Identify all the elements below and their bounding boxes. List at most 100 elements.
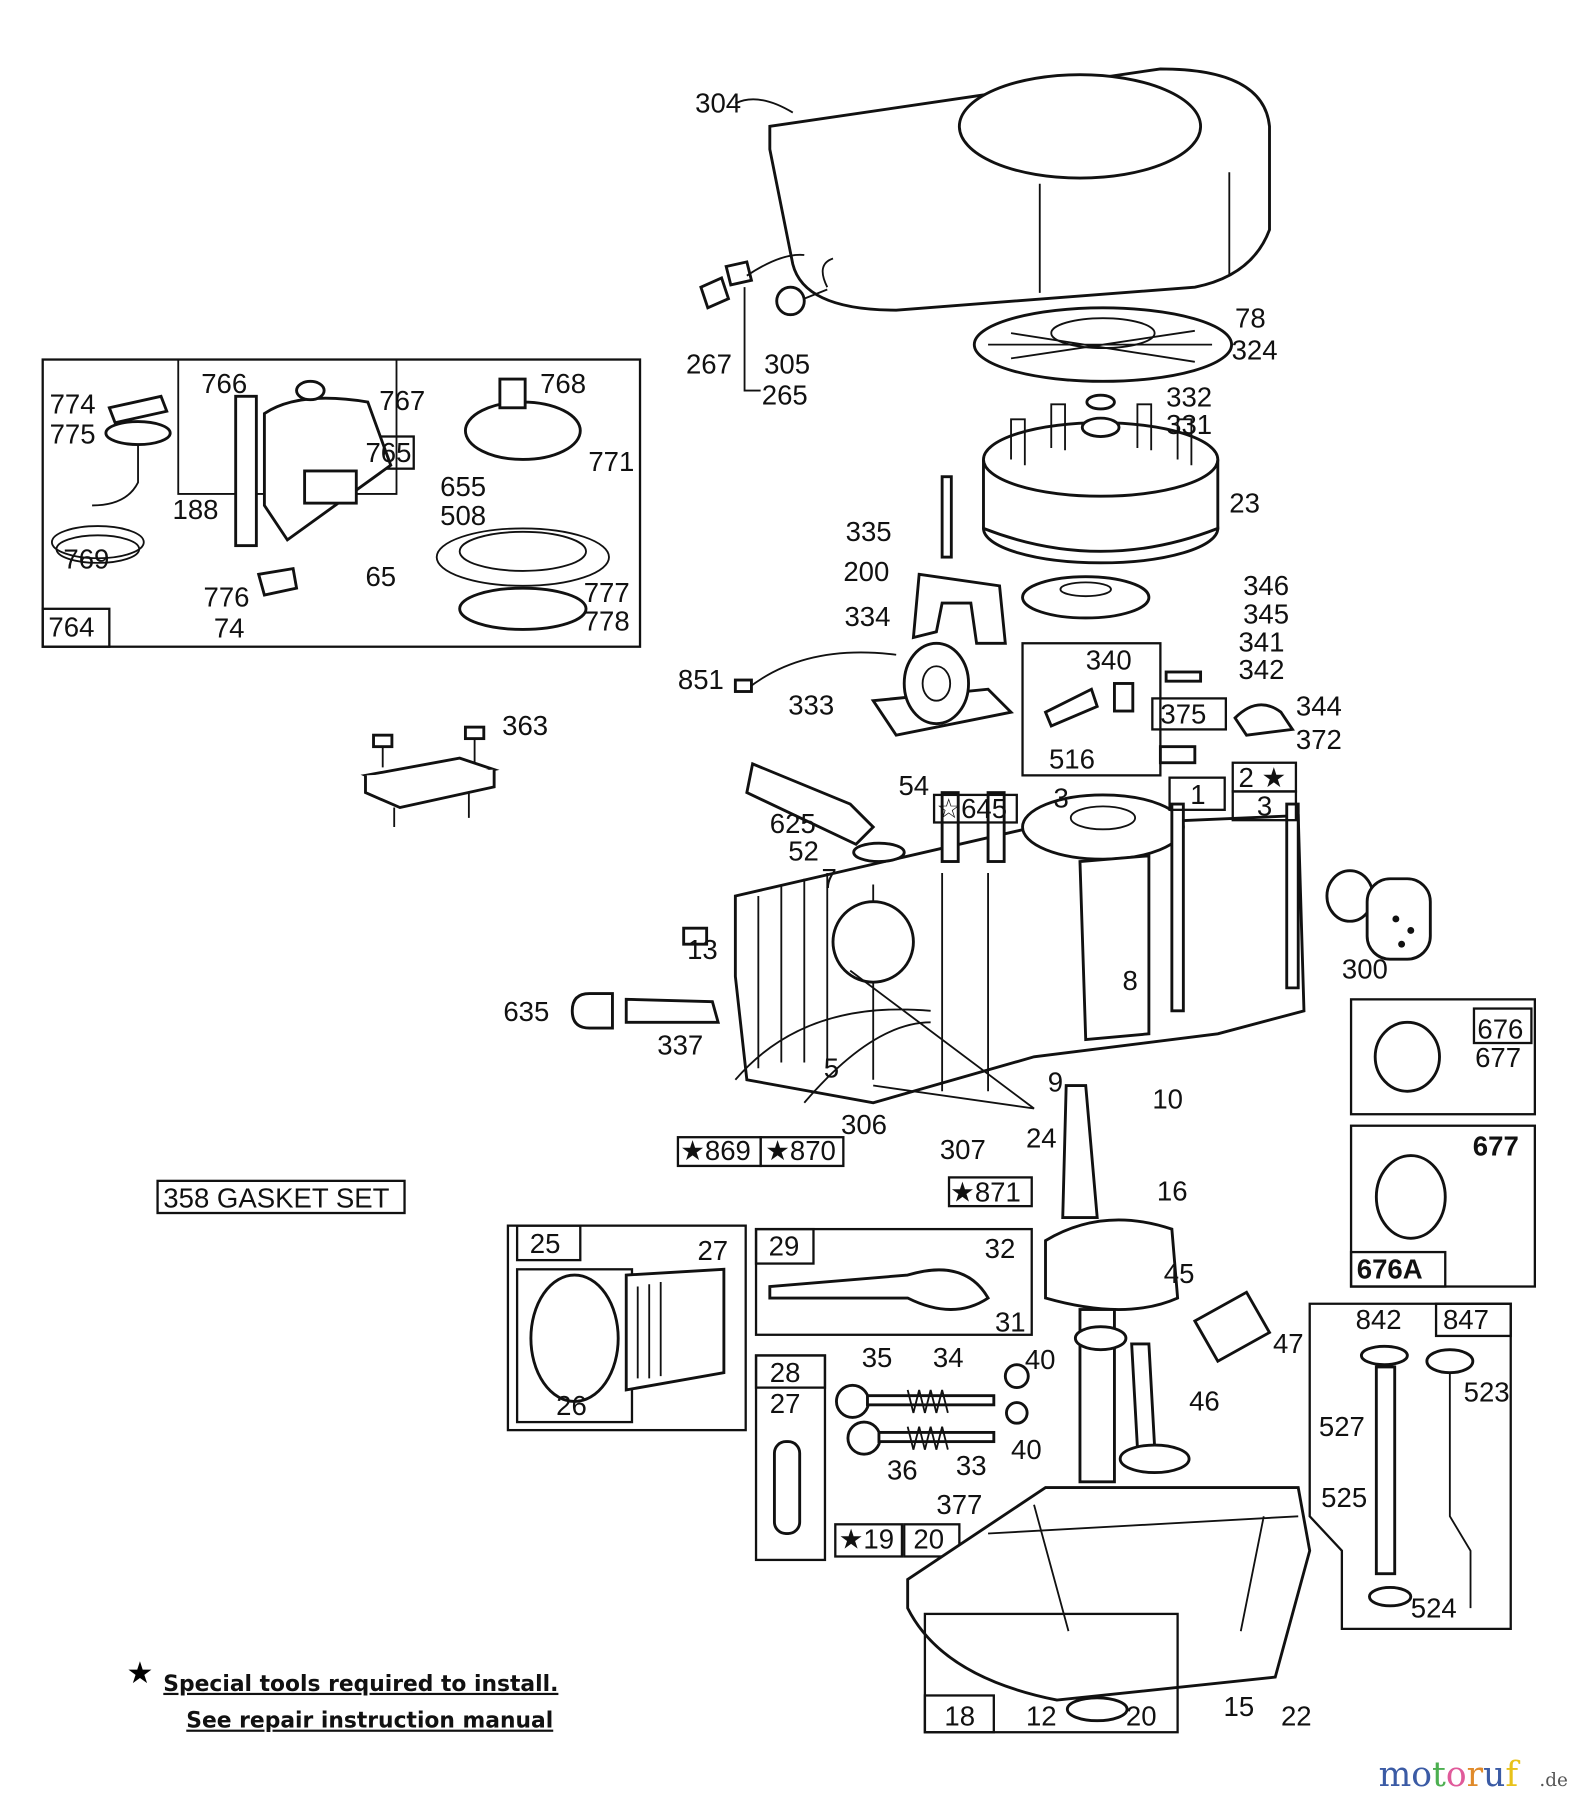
label-200: 200: [843, 556, 889, 587]
label-676A: 676A: [1357, 1253, 1423, 1284]
label-871: ★871: [950, 1177, 1021, 1208]
label-337: 337: [657, 1029, 703, 1060]
label-324: 324: [1232, 335, 1278, 366]
label-19: ★19: [839, 1523, 894, 1554]
label-655: 655: [440, 471, 486, 502]
label-363: 363: [502, 710, 548, 741]
label-677-b: 677: [1473, 1131, 1519, 1162]
label-52: 52: [788, 835, 819, 866]
label-345: 345: [1243, 599, 1289, 630]
label-342: 342: [1238, 654, 1284, 685]
label-842: 842: [1356, 1304, 1402, 1335]
label-516: 516: [1049, 743, 1095, 774]
watermark-letter: m: [1379, 1755, 1412, 1795]
label-36: 36: [887, 1455, 918, 1486]
label-32: 32: [985, 1233, 1016, 1264]
muffler-part: [1325, 869, 1432, 961]
label-677: 677: [1475, 1042, 1521, 1073]
label-20: 20: [913, 1523, 944, 1554]
label-525: 525: [1321, 1482, 1367, 1513]
flywheel-part: [982, 393, 1220, 565]
footnote-line-1: Special tools required to install.: [163, 1672, 558, 1697]
box-676: [1349, 998, 1537, 1116]
crankshaft-part: [1044, 1084, 1180, 1484]
label-300: 300: [1342, 954, 1388, 985]
label-15: 15: [1224, 1691, 1255, 1722]
label-2-star: 2 ★: [1238, 762, 1286, 793]
label-346: 346: [1243, 570, 1289, 601]
label-768: 768: [540, 368, 586, 399]
watermark-letter: u: [1483, 1755, 1505, 1795]
label-27: 27: [697, 1235, 728, 1266]
label-635: 635: [503, 996, 549, 1027]
label-778: 778: [584, 606, 630, 637]
label-47: 47: [1273, 1328, 1304, 1359]
sump-base-part: [906, 1486, 1312, 1702]
label-771: 771: [588, 446, 634, 477]
motoruf-watermark-logo: motoruf .de: [1379, 1755, 1568, 1795]
label-333: 333: [788, 689, 834, 720]
label-34: 34: [933, 1342, 964, 1373]
label-344: 344: [1296, 691, 1342, 722]
label-31: 31: [995, 1306, 1026, 1337]
label-3: 3: [1054, 783, 1069, 814]
label-26: 26: [556, 1390, 587, 1421]
label-188: 188: [173, 494, 219, 525]
label-13: 13: [687, 934, 718, 965]
label-372: 372: [1296, 724, 1342, 755]
label-776: 776: [204, 582, 250, 613]
connecting-rod-box: [754, 1227, 1033, 1336]
label-870: ★870: [765, 1135, 836, 1166]
label-377: 377: [936, 1489, 982, 1520]
label-8: 8: [1122, 965, 1137, 996]
gasket-set-box: [156, 1179, 406, 1215]
recoil-starter-box: [41, 358, 642, 648]
star-icon: ★: [127, 1657, 154, 1690]
armature-part: [733, 475, 1014, 737]
label-20-b: 20: [1126, 1700, 1157, 1731]
label-65: 65: [365, 561, 396, 592]
label-851: 851: [678, 664, 724, 695]
breaker-group-box: [1021, 642, 1162, 777]
label-46: 46: [1189, 1386, 1220, 1417]
bracket-363-part: [360, 725, 500, 828]
label-341: 341: [1238, 626, 1284, 657]
label-27-b: 27: [770, 1388, 801, 1419]
spark-plug-part: [570, 926, 721, 1030]
label-25: 25: [530, 1228, 561, 1259]
label-306: 306: [841, 1109, 887, 1140]
label-29: 29: [769, 1231, 800, 1262]
label-527: 527: [1319, 1411, 1365, 1442]
part-number-labels: 304 267 305 265 78 324 332 331 23 335 20…: [48, 88, 1523, 1732]
recoil-starter-part: [50, 377, 610, 631]
label-777: 777: [584, 577, 630, 608]
breather-tube-part: [745, 761, 876, 847]
gasket-52-part: [852, 841, 906, 863]
label-340: 340: [1086, 645, 1132, 676]
label-764: 764: [48, 611, 94, 642]
oil-fill-box: [1308, 1302, 1512, 1630]
watermark-letter: r: [1467, 1755, 1484, 1795]
watermark-letter: o: [1411, 1755, 1432, 1795]
footnote: ★ Special tools required to install. See…: [127, 1657, 559, 1734]
blower-housing-part: [734, 67, 1271, 312]
label-35: 35: [862, 1342, 893, 1373]
label-5: 5: [824, 1052, 839, 1083]
label-869: ★869: [680, 1135, 751, 1166]
label-12: 12: [1026, 1700, 1057, 1731]
label-676: 676: [1477, 1013, 1523, 1044]
starter-cup-part: [1021, 575, 1151, 620]
footnote-line-2: See repair instruction manual: [186, 1709, 553, 1734]
watermark-letter: o: [1446, 1755, 1467, 1795]
label-16: 16: [1157, 1175, 1188, 1206]
label-33: 33: [956, 1450, 987, 1481]
svg-text:motoruf: motoruf: [1379, 1755, 1521, 1795]
label-22: 22: [1281, 1700, 1312, 1731]
label-847: 847: [1443, 1304, 1489, 1335]
watermark-letter: f: [1505, 1755, 1520, 1795]
box-20: [903, 1523, 961, 1558]
label-23: 23: [1229, 487, 1260, 518]
label-54: 54: [898, 770, 929, 801]
connecting-rod-part: [768, 1268, 990, 1311]
